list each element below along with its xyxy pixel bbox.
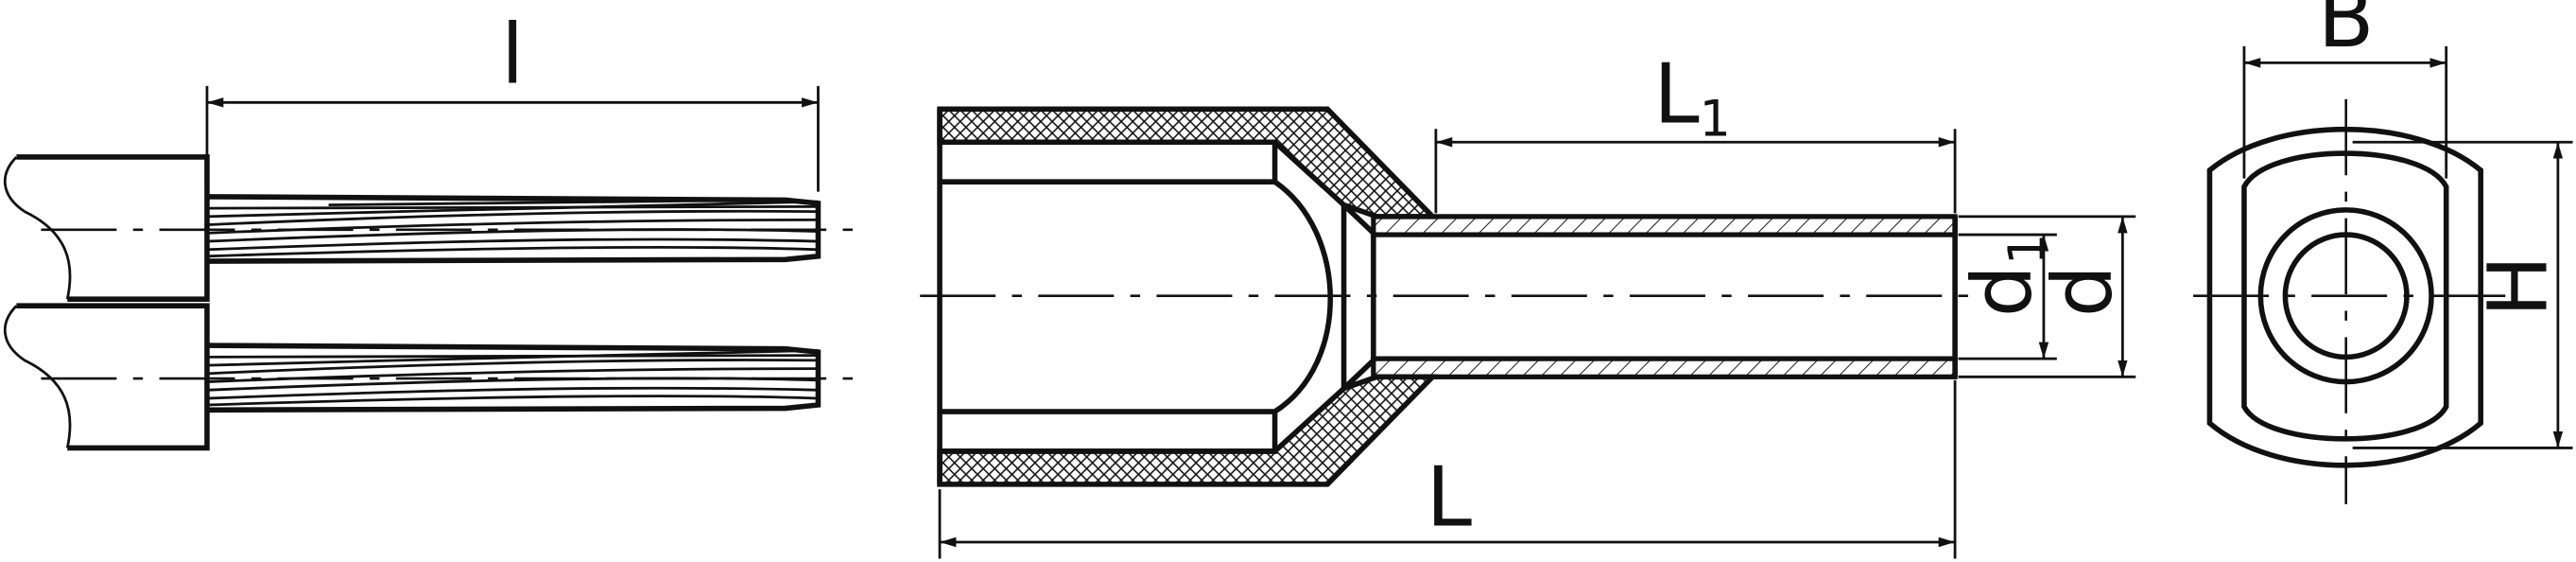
dimension-l-label: l bbox=[501, 6, 524, 102]
dimension-L-label: L bbox=[1426, 448, 1473, 545]
lower-wire-insulation bbox=[3, 303, 210, 451]
tube-upper-wall bbox=[1371, 214, 1958, 237]
lower-wire-strands bbox=[41, 342, 858, 413]
collar-upper-section bbox=[937, 106, 1440, 220]
dimension-H-label: H bbox=[2470, 255, 2567, 318]
dimension-L: L bbox=[938, 379, 1957, 559]
stripped-wires-view: l bbox=[3, 6, 858, 451]
dimension-d1-label: d1 bbox=[1954, 234, 2056, 318]
upper-wire-strands bbox=[41, 194, 858, 264]
dimension-L1-label: L1 bbox=[1653, 45, 1731, 148]
ferrule-end-view: B H bbox=[2193, 0, 2573, 504]
dimension-L1: L1 bbox=[1434, 45, 1957, 214]
collar-lower-section bbox=[937, 374, 1440, 487]
dimension-H: H bbox=[2352, 140, 2573, 449]
ferrule-section-view: L1 L d1 d bbox=[920, 45, 2136, 559]
dimension-d-label: d bbox=[2034, 265, 2131, 317]
tube-lower-wall bbox=[1371, 356, 1958, 379]
dimension-d: d bbox=[1958, 215, 2136, 378]
dimension-B: B bbox=[2242, 0, 2448, 179]
end-view-outer-contour bbox=[2206, 127, 2483, 468]
dimension-d1: d1 bbox=[1954, 234, 2057, 360]
upper-wire-insulation bbox=[3, 154, 210, 303]
end-view-inner-contour bbox=[2241, 150, 2449, 442]
dimension-l: l bbox=[205, 6, 820, 192]
dimension-B-label: B bbox=[2318, 0, 2375, 66]
